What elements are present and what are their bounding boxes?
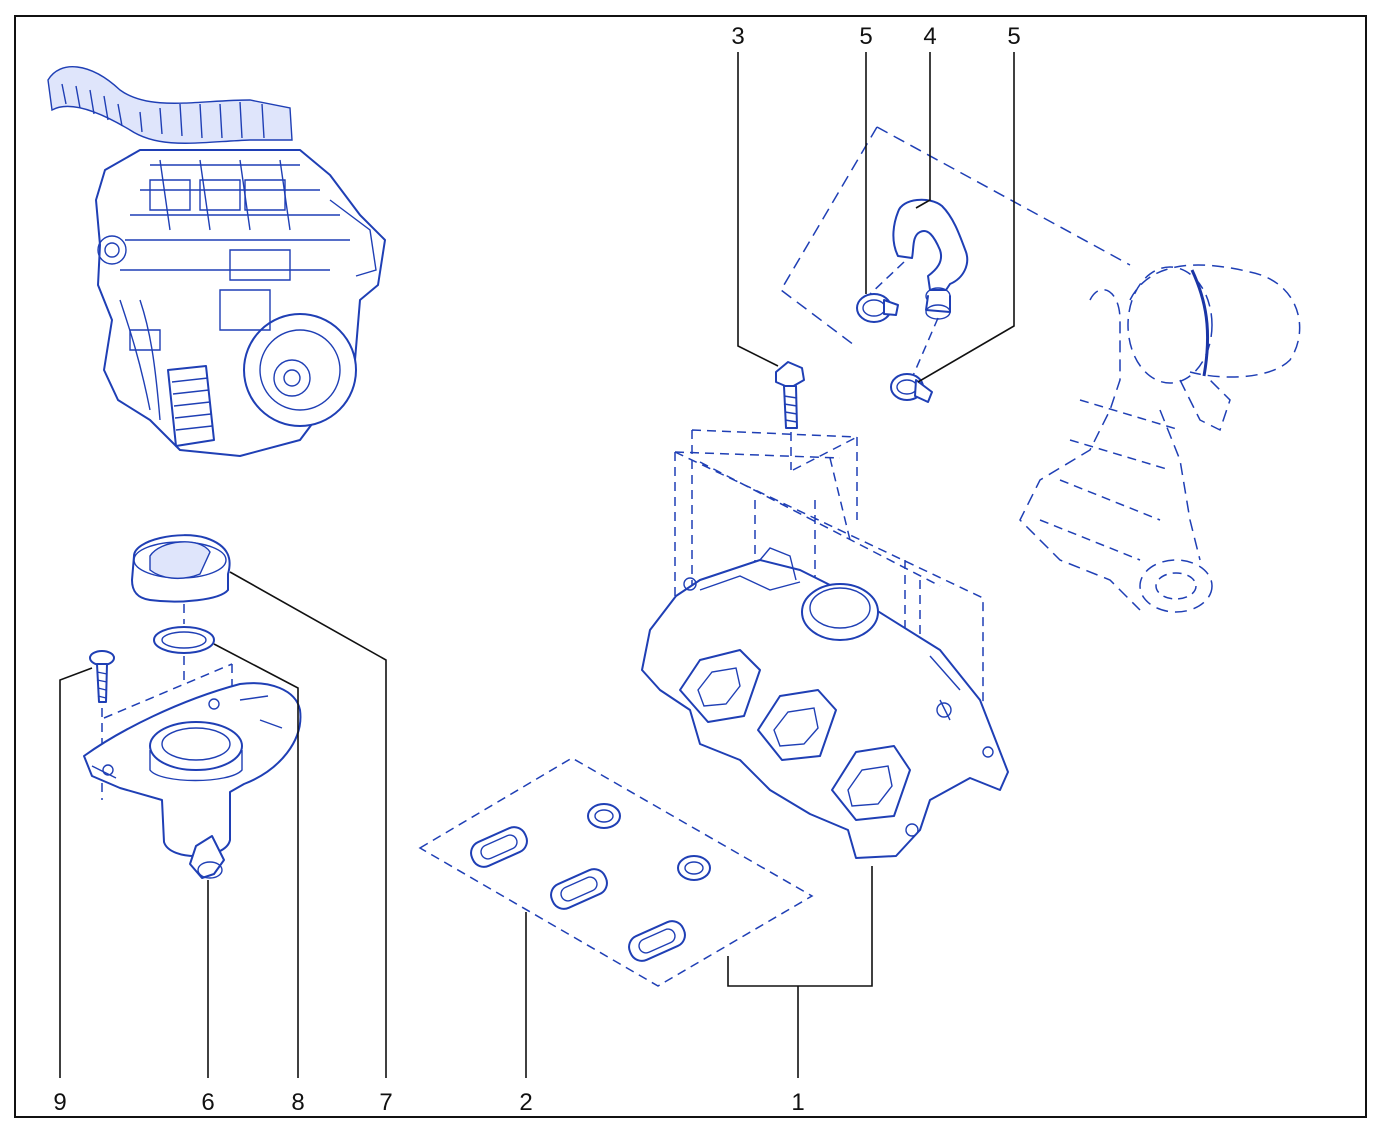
callout-7: 7	[379, 1089, 392, 1116]
callout-6: 6	[201, 1089, 214, 1116]
callout-9: 9	[53, 1089, 66, 1116]
leader-3	[737, 52, 779, 367]
flywheel-housing	[243, 313, 357, 427]
callout-numbers: 3 5 4 5 9 6 8 7 2 1	[53, 23, 1020, 1116]
leader-7	[229, 571, 387, 1078]
gasket-oval-1	[470, 826, 528, 868]
manifold-cap	[801, 583, 879, 641]
leader-1	[727, 866, 873, 1078]
breather-hose-group	[780, 126, 1131, 403]
callout-1: 1	[791, 1089, 804, 1116]
hose-clamp-lower	[890, 373, 933, 403]
callout-3: 3	[731, 23, 744, 50]
gasket-oval-2	[550, 868, 608, 910]
gasket-ring-2	[677, 855, 711, 881]
hose-clamp-upper	[856, 293, 899, 323]
engine-overview-illustration	[47, 66, 386, 457]
intake-hose	[47, 66, 293, 144]
leader-5b	[917, 52, 1015, 383]
o-ring-seal	[153, 626, 215, 680]
manifold-gasket-set	[418, 757, 814, 987]
air-filter-housing-outline	[1019, 264, 1301, 613]
leader-lines	[59, 52, 1015, 1078]
diagram-frame	[14, 15, 1367, 1118]
leader-8	[213, 643, 299, 1078]
intake-manifold	[641, 429, 1009, 859]
oil-filler-cap	[131, 534, 231, 624]
callout-5-upper: 5	[859, 23, 872, 50]
oil-cooler	[167, 365, 215, 447]
gasket-ring-1	[587, 803, 621, 829]
leader-4	[915, 52, 931, 209]
gasket-oval-3	[628, 920, 686, 962]
callout-4: 4	[923, 23, 936, 50]
mounting-bolt	[775, 361, 805, 470]
oil-separator-housing	[83, 663, 302, 879]
callout-2: 2	[519, 1089, 532, 1116]
callout-5-lower: 5	[1007, 23, 1020, 50]
leader-9	[59, 667, 93, 1078]
callout-8: 8	[291, 1089, 304, 1116]
breather-hose	[892, 198, 969, 291]
